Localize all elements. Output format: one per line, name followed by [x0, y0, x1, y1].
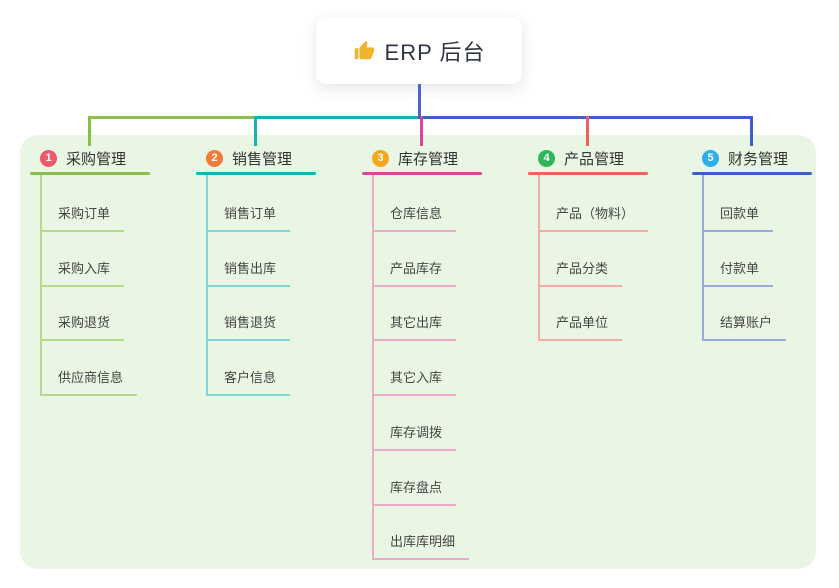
- branch-node-2[interactable]: 2 销售管理: [206, 148, 292, 169]
- branch-node-4[interactable]: 4 产品管理: [538, 148, 624, 169]
- branch-underline: [528, 172, 648, 175]
- mindmap-panel: [20, 135, 816, 569]
- child-node[interactable]: 销售订单: [206, 203, 291, 232]
- child-node[interactable]: 供应商信息: [40, 367, 138, 396]
- trunk-segment: [418, 116, 753, 119]
- branch-underline: [196, 172, 316, 175]
- branch-number-badge: 5: [702, 150, 719, 167]
- branch-drop-line: [750, 116, 753, 146]
- child-node[interactable]: 库存调拨: [372, 422, 457, 451]
- branch-drop-line: [420, 116, 423, 146]
- branch-node-5[interactable]: 5 财务管理: [702, 148, 788, 169]
- children-connector-line: [40, 175, 42, 395]
- child-node[interactable]: 产品库存: [372, 258, 457, 287]
- children-connector-line: [206, 175, 208, 395]
- children-connector-line: [702, 175, 704, 340]
- child-node[interactable]: 库存盘点: [372, 477, 457, 506]
- trunk-segment: [88, 116, 254, 119]
- child-node[interactable]: 仓库信息: [372, 203, 457, 232]
- child-node[interactable]: 销售出库: [206, 258, 291, 287]
- child-node[interactable]: 其它入库: [372, 367, 457, 396]
- children-connector-line: [538, 175, 540, 340]
- branch-number-badge: 4: [538, 150, 555, 167]
- branch-underline: [362, 172, 482, 175]
- branch-underline: [30, 172, 150, 175]
- root-node-label: ERP 后台: [384, 40, 486, 65]
- branch-node-1[interactable]: 1 采购管理: [40, 148, 126, 169]
- branch-drop-line: [88, 116, 91, 146]
- child-node[interactable]: 采购入库: [40, 258, 125, 287]
- root-connector-line: [418, 84, 421, 119]
- child-node[interactable]: 销售退货: [206, 312, 291, 341]
- branch-label: 财务管理: [728, 151, 789, 168]
- branch-node-3[interactable]: 3 库存管理: [372, 148, 458, 169]
- child-node[interactable]: 采购退货: [40, 312, 125, 341]
- branch-number-badge: 2: [206, 150, 223, 167]
- root-node[interactable]: ERP 后台: [316, 18, 522, 84]
- child-node[interactable]: 其它出库: [372, 312, 457, 341]
- child-node[interactable]: 付款单: [702, 258, 774, 287]
- child-node[interactable]: 客户信息: [206, 367, 291, 396]
- branch-label: 库存管理: [398, 151, 459, 168]
- trunk-segment: [254, 116, 420, 119]
- branch-drop-line: [254, 116, 257, 146]
- child-node[interactable]: 结算账户: [702, 312, 787, 341]
- branch-drop-line: [586, 116, 589, 146]
- branch-underline: [692, 172, 812, 175]
- child-node[interactable]: 产品单位: [538, 312, 623, 341]
- child-node[interactable]: 产品分类: [538, 258, 623, 287]
- branch-label: 采购管理: [66, 151, 127, 168]
- child-node[interactable]: 产品（物料）: [538, 203, 649, 232]
- thumbs-up-icon: [354, 40, 374, 60]
- branch-number-badge: 3: [372, 150, 389, 167]
- child-node[interactable]: 采购订单: [40, 203, 125, 232]
- branch-label: 销售管理: [232, 151, 293, 168]
- children-connector-line: [372, 175, 374, 559]
- branch-number-badge: 1: [40, 150, 57, 167]
- child-node[interactable]: 回款单: [702, 203, 774, 232]
- branch-label: 产品管理: [564, 151, 625, 168]
- child-node[interactable]: 出库库明细: [372, 531, 470, 560]
